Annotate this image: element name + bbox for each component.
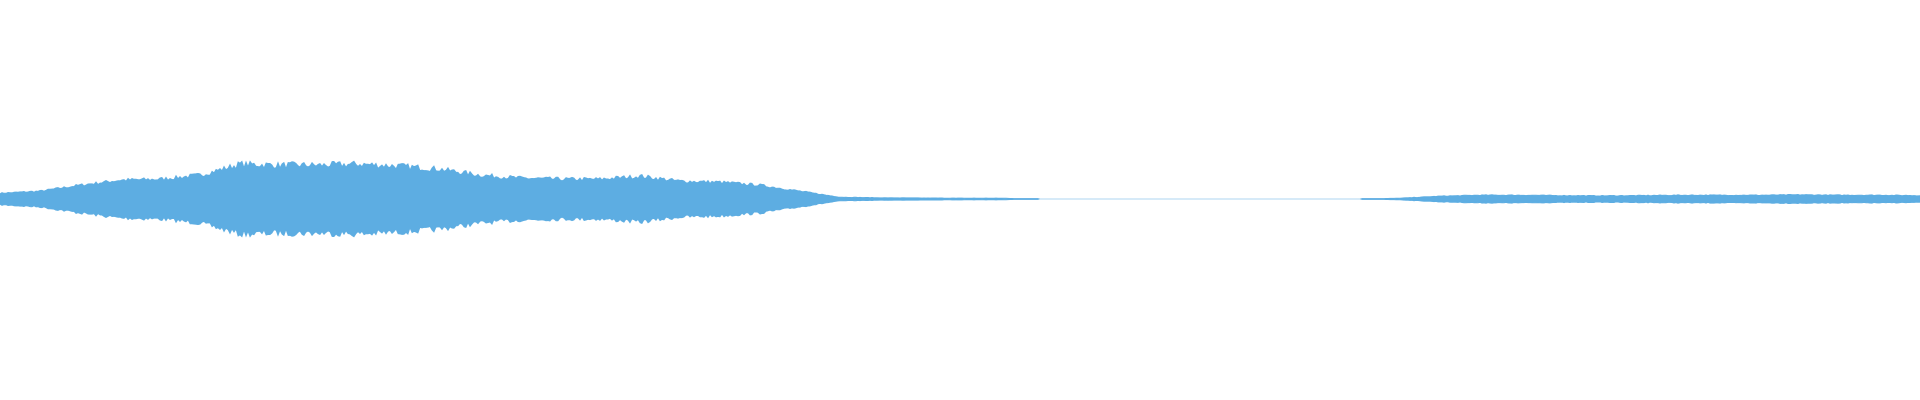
waveform-shape [0, 160, 1920, 238]
